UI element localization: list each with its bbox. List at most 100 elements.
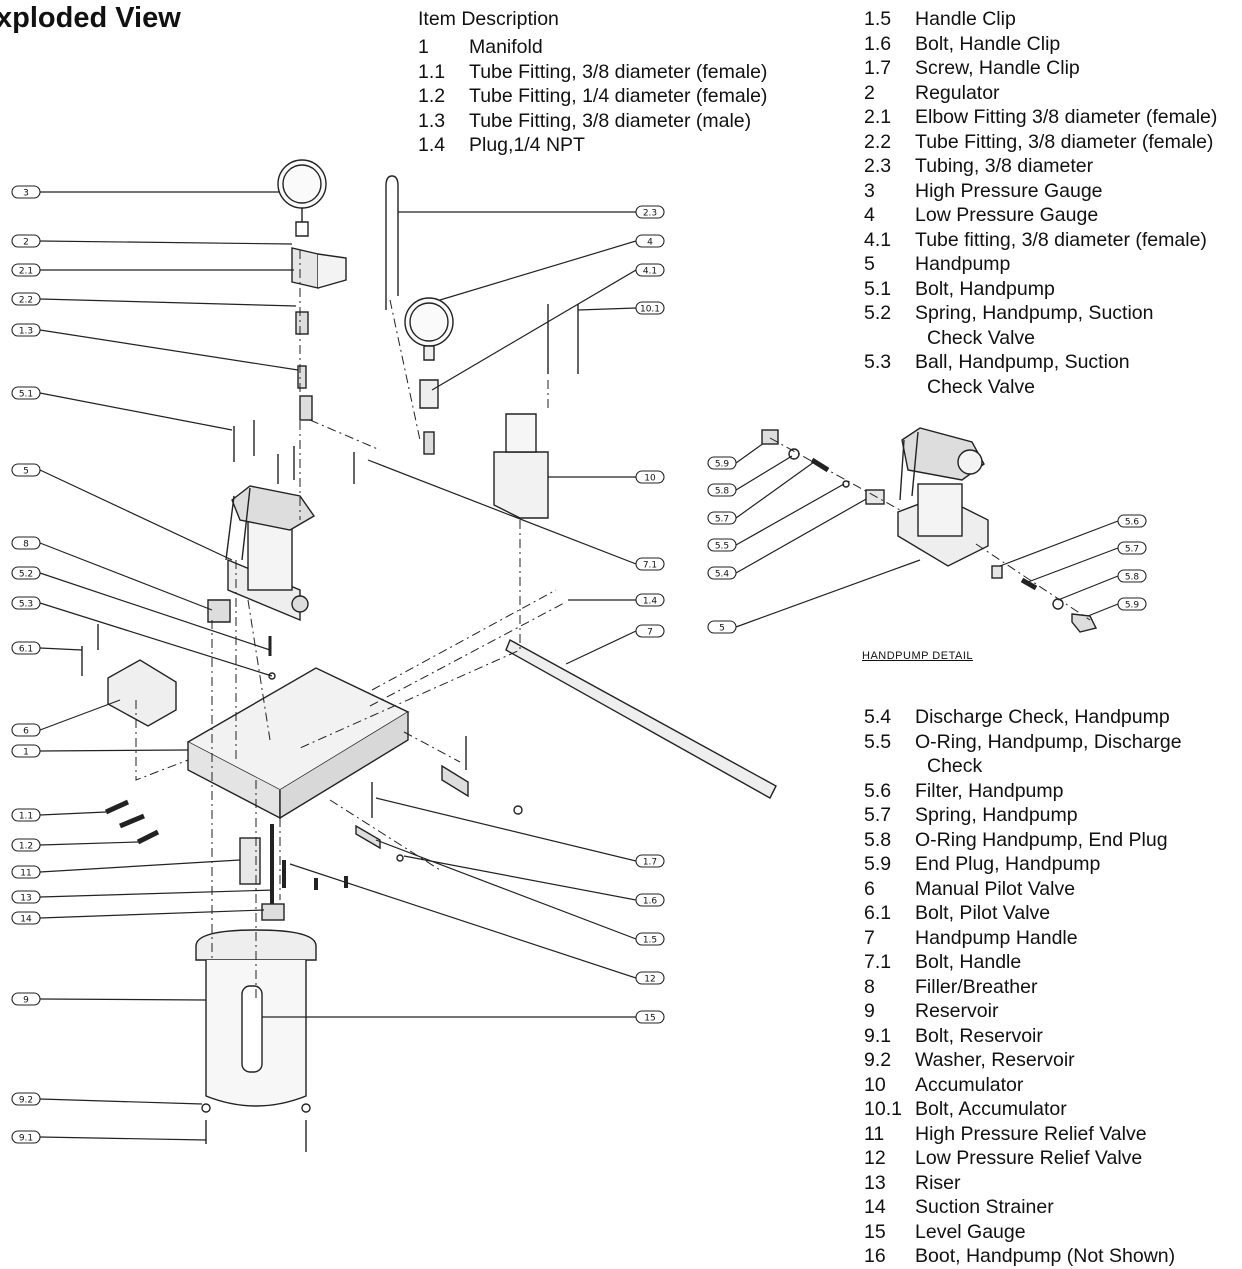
callout-left: 1.1	[11, 808, 107, 822]
item-number: 8	[864, 975, 875, 998]
item-number: 3	[864, 179, 875, 202]
callout-detail-right: 5.8	[1057, 569, 1147, 601]
callout-left: 1.2	[11, 838, 139, 852]
callout-label: 5.6	[1125, 517, 1140, 527]
parts-list-row: 5.2 Spring, Handpump, Suction	[864, 301, 1217, 326]
item-description: Tube fitting, 3/8 diameter (female)	[915, 228, 1207, 251]
callout-detail-left: 5	[707, 559, 921, 634]
item-description: Elbow Fitting 3/8 diameter (female)	[915, 106, 1218, 128]
item-number: 5.3	[864, 351, 892, 373]
item-description: Riser	[915, 1171, 961, 1194]
callout-left: 9.2	[11, 1092, 203, 1106]
item-number: 13	[864, 1171, 886, 1194]
item-number: 1.3	[418, 109, 446, 132]
callout-label: 2.3	[643, 208, 657, 218]
item-number: 5	[864, 253, 875, 275]
item-description: Handpump	[915, 253, 1011, 275]
parts-list-row: 1.1 Tube Fitting, 3/8 diameter (female)	[418, 60, 767, 85]
item-number: 6.1	[864, 902, 892, 924]
item-description: Boot, Handpump (Not Shown)	[915, 1245, 1176, 1267]
item-number: 5.5	[864, 730, 892, 753]
item-number: 1.1	[418, 60, 446, 83]
item-number: 6	[864, 877, 875, 900]
item-description: Tubing, 3/8 diameter	[915, 155, 1094, 177]
callout-left: 6.1	[11, 641, 83, 655]
callout-left: 2.1	[11, 263, 294, 277]
item-description-continued: Check Valve	[927, 326, 1036, 349]
item-description: Plug,1/4 NPT	[469, 134, 585, 156]
callout-label: 1.7	[643, 857, 657, 867]
page-title: xploded View	[0, 2, 181, 34]
item-description-continued: Check	[927, 755, 983, 777]
item-number: 5.1	[864, 277, 892, 300]
item-description: Handle Clip	[915, 8, 1016, 30]
item-description: Tube Fitting, 3/8 diameter (male)	[469, 109, 752, 132]
callout-label: 5.5	[715, 541, 729, 551]
callout-label: 1.4	[643, 596, 658, 606]
item-number: 5.9	[864, 853, 892, 875]
callout-label: 5.7	[1125, 544, 1139, 554]
callout-left: 1	[11, 744, 189, 758]
callout-right: 4.1	[431, 263, 665, 391]
callout-label: 5.8	[1125, 572, 1140, 582]
item-number: 14	[864, 1196, 886, 1218]
item-number: 9.1	[864, 1024, 892, 1047]
item-description: Spring, Handpump, Suction	[915, 302, 1154, 324]
callout-left: 8	[11, 536, 213, 611]
item-number: 1	[418, 36, 429, 58]
callout-label: 6	[23, 726, 29, 736]
item-description: Ball, Handpump, Suction	[915, 351, 1130, 373]
item-description: Bolt, Handle	[915, 951, 1022, 973]
callout-label: 9	[23, 995, 29, 1005]
item-description: Bolt, Reservoir	[915, 1024, 1043, 1047]
callout-right: 1.4	[568, 593, 665, 607]
callout-left: 2	[11, 234, 293, 248]
callout-right: 15	[262, 1010, 665, 1024]
callout-detail-left: 5.4	[707, 497, 869, 580]
callout-label: 6.1	[19, 644, 33, 654]
callout-label: 1.5	[643, 935, 657, 945]
item-description: Bolt, Handpump	[915, 277, 1055, 300]
item-description: Reservoir	[915, 1000, 999, 1022]
callout-label: 10	[644, 473, 656, 483]
callout-left: 13	[11, 889, 275, 904]
callout-left: 5	[11, 463, 233, 561]
item-description: Tube Fitting, 3/8 diameter (female)	[469, 60, 768, 83]
item-number: 2.2	[864, 130, 892, 153]
item-number: 5.2	[864, 302, 892, 324]
callout-label: 5	[719, 623, 725, 633]
item-description: Level Gauge	[915, 1220, 1026, 1243]
callout-label: 7	[647, 627, 653, 637]
callout-label: 3	[23, 188, 29, 198]
callout-label: 10.1	[640, 304, 660, 314]
item-number: 5.4	[864, 706, 892, 728]
item-number: 1.4	[418, 134, 446, 156]
item-description: Handpump Handle	[915, 926, 1078, 949]
callout-detail-right: 5.9	[1087, 597, 1147, 617]
callout-label: 7.1	[643, 560, 657, 570]
item-description-continued: Check Valve	[927, 375, 1036, 398]
callout-label: 1	[23, 747, 29, 757]
item-number: 5.7	[864, 804, 892, 826]
callout-left: 2.2	[11, 292, 297, 307]
item-number: 1.7	[864, 57, 892, 79]
callout-left: 5.2	[11, 566, 271, 651]
callout-label: 11	[20, 868, 31, 878]
item-description: Filter, Handpump	[915, 779, 1064, 802]
